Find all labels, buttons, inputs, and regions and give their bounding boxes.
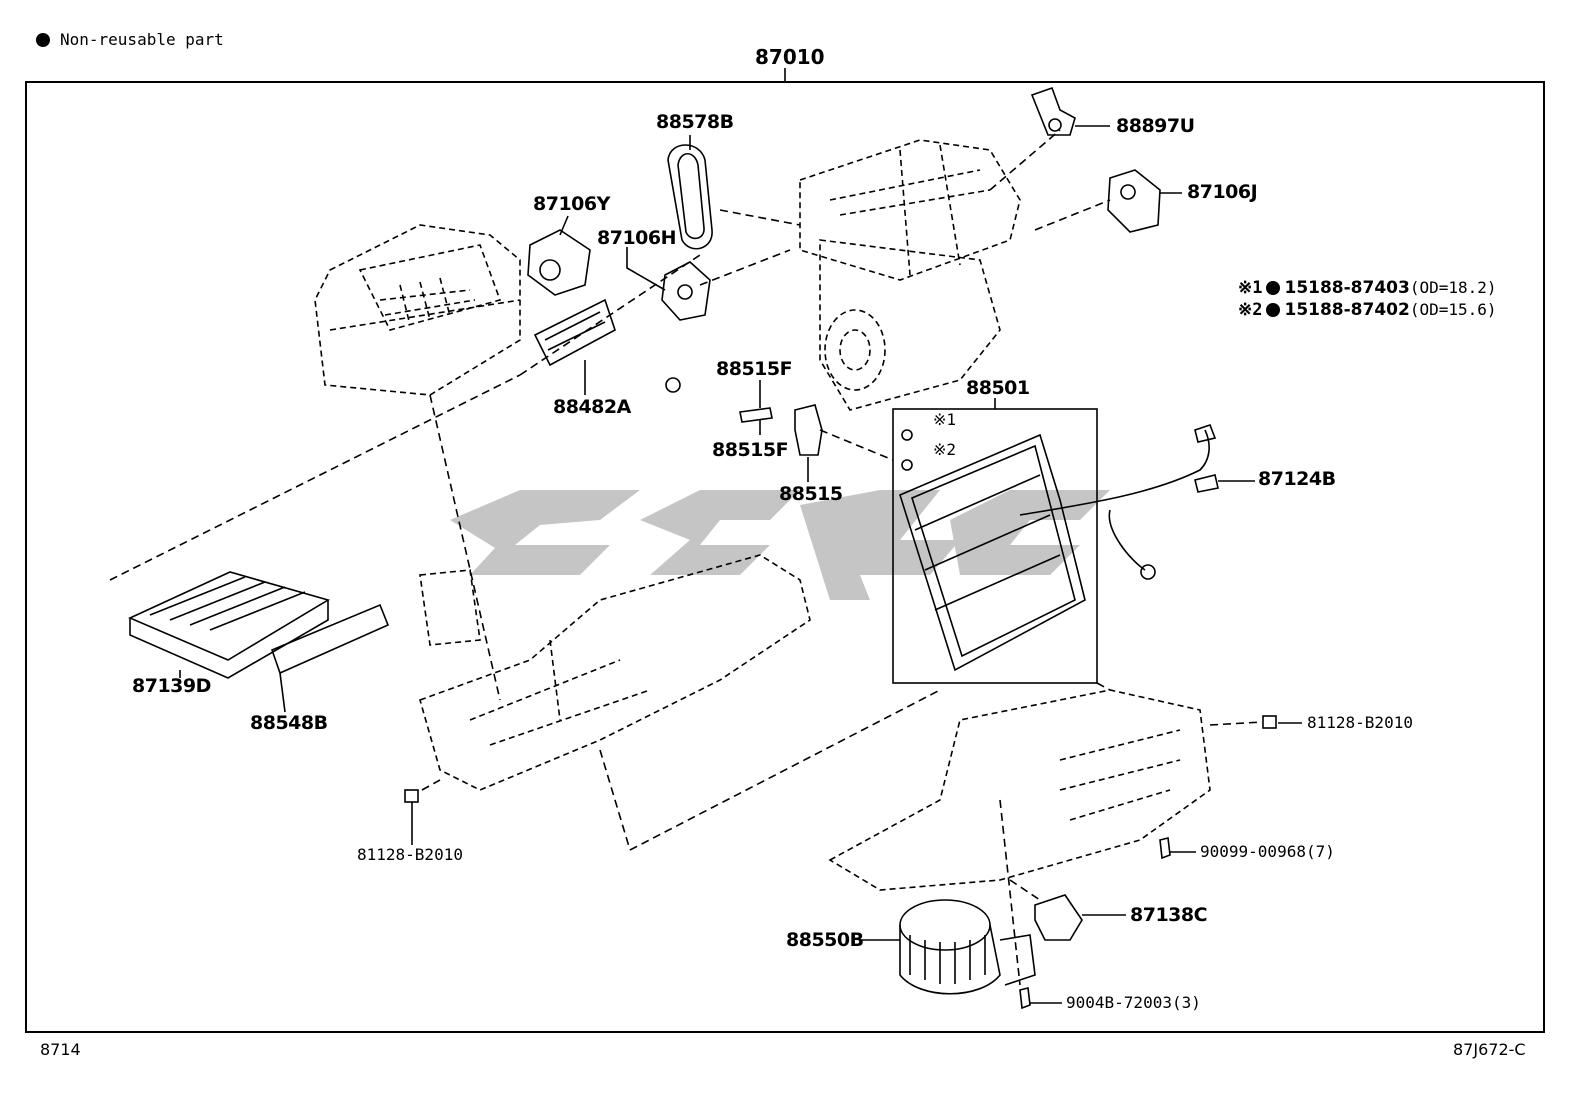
heater-case-left-drawing xyxy=(314,224,521,396)
note-1-symbol: ※1 xyxy=(1238,278,1263,298)
label-88550B: 88550B xyxy=(786,929,864,951)
legend: Non-reusable part xyxy=(36,30,224,49)
label-88515: 88515 xyxy=(779,483,843,505)
case-lower-left-drawing xyxy=(419,554,811,791)
non-reusable-dot-icon xyxy=(1266,281,1281,295)
label-88578B: 88578B xyxy=(656,111,734,133)
assembly-guide-lines xyxy=(109,129,1263,986)
label-87106Y: 87106Y xyxy=(533,193,610,215)
footer-right-code: 87J672-C xyxy=(1453,1040,1526,1059)
label-87106H: 87106H xyxy=(597,227,677,249)
diagram-frame xyxy=(25,81,1545,1033)
label-88515F-bottom: 88515F xyxy=(712,439,789,461)
screw-9004B-drawing xyxy=(1019,987,1031,1010)
heater-case-right-drawing xyxy=(799,139,1021,411)
note-2: ※2 15188-87402(OD=15.6) xyxy=(1238,300,1497,320)
note-2-spec: (OD=15.6) xyxy=(1409,300,1497,319)
servo-87106J-drawing xyxy=(1107,169,1161,233)
label-87138C: 87138C xyxy=(1130,904,1208,926)
label-88897U: 88897U xyxy=(1116,115,1195,137)
footer-left-code: 8714 xyxy=(40,1040,81,1059)
note-1: ※1 15188-87403(OD=18.2) xyxy=(1238,278,1497,298)
label-88515F-top: 88515F xyxy=(716,358,793,380)
label-87124B: 87124B xyxy=(1258,468,1336,490)
note-1-part: 15188-87403 xyxy=(1284,278,1410,298)
label-81128-B2010-right: 81128-B2010 xyxy=(1307,713,1413,732)
servo-87106Y-drawing xyxy=(527,229,591,296)
case-lower-right-drawing xyxy=(828,689,1211,891)
note-1-spec: (OD=18.2) xyxy=(1409,278,1497,297)
blower-88550B-drawing xyxy=(899,899,1036,995)
cover-88548B-drawing xyxy=(270,603,390,675)
screw-90099-drawing xyxy=(1159,837,1171,860)
label-90099-00968: 90099-00968(7) xyxy=(1200,842,1335,861)
note-2-part: 15188-87402 xyxy=(1284,300,1410,320)
filter-87139D-drawing xyxy=(128,571,330,679)
label-leader-lines xyxy=(179,125,1302,1004)
evaporator-88501-drawing xyxy=(899,429,1086,672)
harness-87124B-drawing xyxy=(1019,423,1219,580)
callout-2: ※2 xyxy=(933,440,957,459)
assembly-part-number: 87010 xyxy=(755,45,825,69)
plate-88482A-drawing xyxy=(533,298,616,367)
label-81128-B2010-left: 81128-B2010 xyxy=(357,845,463,864)
non-reusable-dot-icon xyxy=(36,33,50,47)
legend-text: Non-reusable part xyxy=(60,30,224,49)
label-88482A: 88482A xyxy=(553,396,631,418)
resistor-87138C-drawing xyxy=(1034,894,1083,941)
servo-88897U-drawing xyxy=(1030,86,1076,136)
clip-81128-right-drawing xyxy=(1262,715,1277,729)
non-reusable-dot-icon xyxy=(1266,303,1281,317)
note-2-symbol: ※2 xyxy=(1238,300,1263,320)
clip-81128-left-drawing xyxy=(404,789,419,803)
label-87106J: 87106J xyxy=(1187,181,1258,203)
valve-88515-drawing xyxy=(665,377,823,456)
callout-1: ※1 xyxy=(933,410,957,429)
servo-87106H-drawing xyxy=(661,261,711,321)
label-88501: 88501 xyxy=(966,377,1030,399)
label-88548B: 88548B xyxy=(250,712,328,734)
watermark-logo xyxy=(450,490,1110,600)
label-87139D: 87139D xyxy=(132,675,211,697)
label-9004B-72003: 9004B-72003(3) xyxy=(1066,993,1201,1012)
seal-88578B-drawing xyxy=(667,144,713,250)
